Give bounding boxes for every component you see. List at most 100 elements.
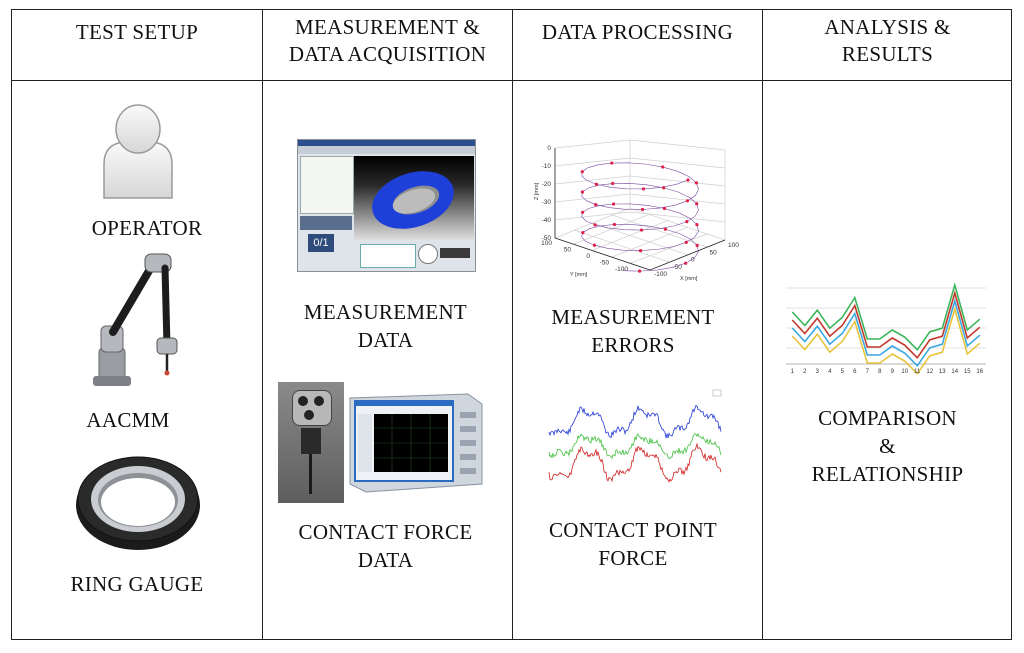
y-axis-label: Y [mm] — [570, 272, 588, 278]
error-point — [640, 207, 645, 212]
error-point — [637, 269, 642, 273]
header-analysis-line1: ANALYSIS & — [824, 15, 951, 39]
y-tick-label: 0 — [586, 253, 590, 260]
x-axis-label: X [mm] — [680, 276, 698, 282]
label-measurement-errors: MEASUREMENT ERRORS — [513, 303, 753, 359]
error-point — [594, 182, 598, 186]
error-point — [580, 170, 584, 174]
error-point — [592, 243, 597, 247]
comparison-tick-label: 5 — [841, 369, 845, 375]
force-trace-blue — [548, 404, 722, 439]
comparison-tick-label: 15 — [964, 369, 971, 375]
label-comparison-line2: & — [879, 434, 896, 458]
error-point — [612, 222, 617, 227]
operator-icon — [103, 104, 173, 199]
ring-gauge-icon — [76, 456, 200, 550]
header-test-setup: TEST SETUP — [75, 20, 199, 44]
error-point — [695, 243, 699, 248]
table-frame — [11, 9, 1012, 640]
label-measurement-data-line2: DATA — [357, 328, 414, 352]
comparison-tick-label: 10 — [901, 369, 908, 375]
error-point — [663, 227, 668, 231]
force-trace-red — [548, 442, 722, 483]
error-point — [638, 248, 643, 253]
error-point — [685, 220, 689, 224]
aacmm-arm-icon — [93, 253, 178, 386]
comparison-tick-label: 12 — [926, 369, 933, 375]
z-axis-label: Z [mm] — [534, 182, 540, 200]
header-analysis-line2: RESULTS — [841, 42, 934, 66]
label-comparison-line1: COMPARISON — [818, 406, 957, 430]
y-tick-label: 50 — [564, 247, 572, 254]
comparison-tick-label: 9 — [891, 369, 895, 375]
label-contact-point-line1: CONTACT POINT — [548, 518, 718, 542]
comparison-tick-label: 13 — [939, 369, 946, 375]
error-point — [694, 181, 699, 185]
y-tick-label: -50 — [600, 260, 610, 267]
data-acquisition-device-icon — [349, 393, 483, 493]
comparison-tick-label: 2 — [803, 369, 807, 375]
error-point — [593, 223, 597, 227]
comparison-series-line — [791, 290, 981, 360]
comparison-series-line — [791, 282, 981, 352]
label-comparison: COMPARISON & RELATIONSHIP — [763, 404, 1012, 488]
z-tick-label: -40 — [542, 217, 552, 224]
comparison-tick-label: 11 — [914, 369, 921, 375]
error-point — [581, 210, 585, 214]
z-tick-label: -20 — [542, 181, 552, 188]
label-measurement-errors-line1: MEASUREMENT — [551, 305, 715, 329]
measurement-software-screenshot: 0/1 — [297, 139, 476, 272]
label-contact-force-line1: CONTACT FORCE — [298, 520, 473, 544]
header-measurement: MEASUREMENT & DATA ACQUISITION — [263, 14, 512, 68]
x-tick-label: -100 — [654, 271, 667, 278]
z-tick-label: -10 — [542, 163, 552, 170]
header-divider — [11, 80, 1012, 81]
comparison-tick-label: 3 — [816, 369, 820, 375]
header-analysis: ANALYSIS & RESULTS — [763, 14, 1012, 68]
error-point — [662, 206, 667, 211]
comparison-tick-label: 1 — [791, 369, 795, 375]
comparison-tick-label: 4 — [828, 369, 832, 375]
error-point — [580, 190, 585, 194]
label-ring-gauge: RING GAUGE — [70, 572, 204, 596]
error-point — [611, 202, 616, 206]
comparison-tick-label: 6 — [853, 369, 857, 375]
label-operator: OPERATOR — [91, 216, 203, 240]
column-divider — [512, 9, 513, 640]
header-measurement-line1: MEASUREMENT & — [295, 15, 480, 39]
comparison-series-line — [791, 306, 981, 376]
label-measurement-errors-line2: ERRORS — [591, 333, 675, 357]
error-point — [684, 261, 688, 265]
comparison-tick-label: 7 — [866, 369, 870, 375]
label-measurement-data: MEASUREMENT DATA — [263, 298, 508, 354]
header-data-processing: DATA PROCESSING — [541, 20, 734, 44]
z-tick-label: -50 — [542, 235, 552, 242]
force-trace-green — [548, 432, 722, 460]
x-tick-label: 100 — [728, 242, 739, 249]
label-comparison-line3: RELATIONSHIP — [811, 462, 964, 486]
label-contact-force-line2: DATA — [357, 548, 414, 572]
label-aacmm: AACMM — [86, 408, 170, 432]
error-point — [610, 161, 614, 165]
comparison-tick-label: 8 — [878, 369, 882, 375]
error-point — [684, 240, 688, 245]
label-contact-point-line2: FORCE — [598, 546, 668, 570]
x-tick-label: 0 — [691, 257, 695, 264]
comparison-tick-label: 14 — [951, 369, 958, 375]
column-divider — [262, 9, 263, 640]
error-point — [641, 187, 646, 191]
error-trace-line — [581, 162, 699, 272]
z-tick-label: 0 — [547, 145, 551, 152]
error-point — [695, 202, 699, 206]
error-point — [611, 181, 615, 186]
probe-photo — [278, 382, 344, 503]
y-tick-label: 100 — [541, 240, 552, 247]
label-contact-force-data: CONTACT FORCE DATA — [263, 518, 508, 574]
error-point — [685, 199, 690, 203]
error-point — [661, 165, 665, 169]
label-contact-point-force: CONTACT POINT FORCE — [513, 516, 753, 572]
x-tick-label: 50 — [710, 249, 718, 256]
comparison-tick-label: 16 — [976, 369, 983, 375]
